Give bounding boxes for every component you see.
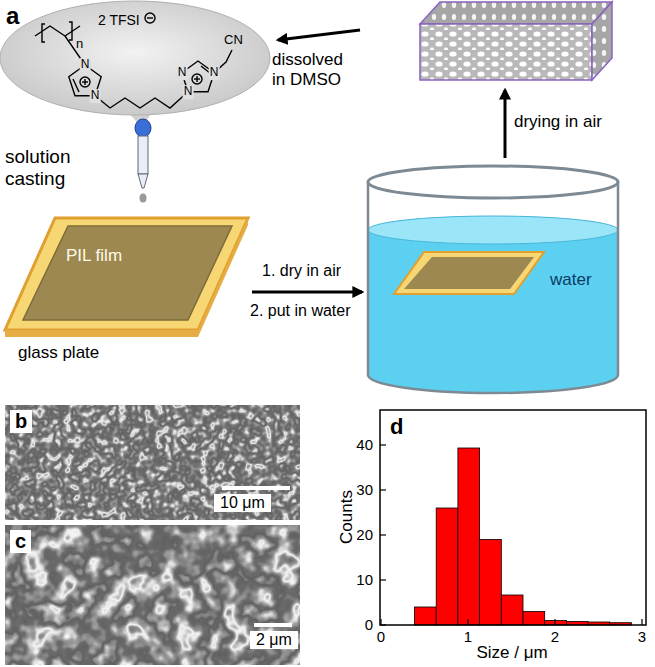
panel-letter: b [10, 410, 32, 433]
glass-plate-shape-part [5, 218, 248, 330]
histogram-part-part [501, 595, 523, 625]
histogram-part-part [523, 612, 545, 626]
process-arrow [252, 291, 362, 294]
panel-letter: a [6, 2, 19, 30]
histogram-part-part [458, 448, 480, 625]
histogram-part-part [480, 540, 502, 626]
chemical-structure-part [69, 22, 72, 40]
process-arrow [504, 90, 507, 158]
tick-label: 40 [356, 436, 373, 453]
beaker-water-shape-part [617, 182, 620, 375]
histogram-part-part [380, 534, 386, 535]
chemical-structure-part [80, 77, 90, 87]
atom-label: N [80, 58, 91, 72]
beaker-water-shape-part [367, 182, 370, 375]
pil-film-shape [18, 218, 240, 328]
sem-image [5, 525, 300, 665]
node-text: PIL film [66, 246, 122, 266]
porous-film-block-part [420, 24, 592, 80]
histogram [380, 410, 646, 625]
chemical-structure-part [196, 76, 197, 82]
atom-label: N [90, 89, 101, 103]
atom-label: N [177, 66, 188, 80]
atom-label: N [209, 66, 220, 80]
chemical-structure-part [73, 79, 79, 92]
panel-letter: d [390, 414, 403, 439]
beaker-water-shape-part [368, 216, 618, 244]
tick-label: 20 [356, 526, 373, 543]
process-arrow [278, 30, 360, 40]
chemical-structure-part [145, 13, 155, 23]
histogram-part-part [380, 444, 386, 445]
porous-film-block [420, 2, 612, 80]
porous-film-block-part [420, 2, 612, 24]
beaker-water-shape-part [368, 216, 618, 393]
panel-letter: c [10, 530, 31, 553]
tick-label: 0 [365, 616, 373, 633]
scale-label: 2 μm [250, 631, 298, 649]
counter-ion: 2 TFSI [98, 12, 140, 28]
dropper-part [140, 194, 147, 203]
node-text: glass plate [18, 343, 99, 363]
sem-image [5, 405, 300, 520]
step-label: dissolved in DMSO [272, 50, 356, 89]
chemical-structure-part [42, 24, 45, 42]
histogram-part-part [380, 619, 381, 625]
tick-label: 3 [638, 628, 646, 645]
glass-plate-shape-part [5, 330, 198, 337]
pil-film: PIL film [18, 218, 240, 328]
beaker-water-shape-part [394, 252, 544, 294]
chemical-structure [35, 13, 232, 108]
chemical-structure-part [84, 79, 85, 85]
tick-label: 0 [377, 628, 385, 645]
step-label: 2. put in water [250, 302, 351, 320]
axis-title: Size / μm [476, 643, 547, 663]
step-label: drying in air [514, 112, 602, 132]
atom-label: N [183, 85, 194, 99]
histogram-part-part [554, 619, 555, 625]
pil-film-shape-part [23, 226, 232, 320]
tick-label: 1 [464, 628, 472, 645]
dropper-part [135, 119, 151, 137]
histogram-part [380, 445, 642, 625]
repeat-index: n [76, 37, 83, 52]
structure-bubble-part [0, 1, 270, 115]
histogram-part [380, 410, 646, 625]
dropper [135, 119, 151, 203]
scale-bar [222, 486, 290, 490]
histogram-part-part [436, 508, 458, 625]
chemical-structure-part [192, 74, 202, 84]
histogram-part-part [380, 489, 386, 490]
histogram-part [415, 448, 632, 625]
dropper-part [138, 174, 148, 188]
beaker-water-shape-part [404, 257, 534, 289]
histogram-part-part [641, 619, 642, 625]
chemical-structure-part [95, 92, 188, 108]
chemical-structure-part [147, 17, 153, 18]
histogram-part-part [467, 619, 468, 625]
glass-plate: glass plate PIL film [0, 210, 252, 370]
step-label: 1. dry in air [262, 262, 341, 280]
structure-bubble [0, 1, 270, 128]
porous-film-block-part [592, 2, 612, 80]
node-text: water [550, 270, 592, 290]
histogram-part-part [415, 607, 437, 625]
tick-label: 30 [356, 481, 373, 498]
scale-bar [254, 623, 292, 627]
atom-label: CN [224, 33, 243, 48]
step-label: solution casting [5, 146, 110, 190]
axis-title: Counts [337, 490, 357, 544]
dropper-part [138, 136, 148, 174]
beaker-water-shape-part [368, 166, 618, 198]
scale-label: 10 μm [214, 494, 271, 512]
beaker-water: water [362, 160, 625, 405]
tick-label: 2 [551, 628, 559, 645]
tick-label: 10 [356, 571, 373, 588]
beaker-water-shape-part [368, 375, 618, 393]
histogram-part-part [380, 579, 386, 580]
